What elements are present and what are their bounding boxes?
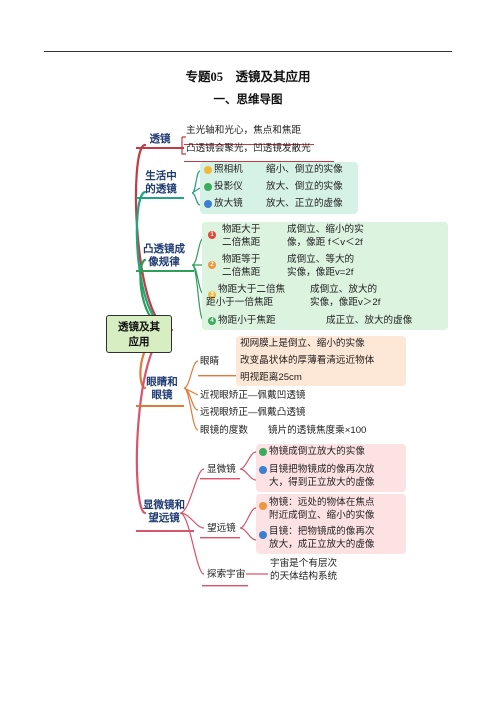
life-item-desc: 缩小、倒立的实像 <box>266 164 343 175</box>
dot-blue-icon <box>204 200 212 208</box>
degree-name: 眼镜的度数 <box>200 425 248 436</box>
rules-cond: 物距大于 <box>222 224 261 235</box>
eye-item: 明视距离25cm <box>240 372 302 383</box>
lens-item: 凸透镜会聚光，凹透镜发散光 <box>186 143 311 154</box>
dot-yellow-icon: 3 <box>208 291 216 299</box>
eye-box <box>236 336 406 386</box>
life-item-name: 放大镜 <box>214 198 243 209</box>
life-box <box>200 162 358 214</box>
branch-rules[interactable]: 凸透镜成 像规律 <box>143 243 185 268</box>
telescope-item: 目镜：把物镜成的像再次 <box>269 526 375 537</box>
telescope-box <box>256 494 406 554</box>
microscope-item: 大，得到正立放大的虚像 <box>269 477 375 488</box>
rules-box <box>202 222 448 330</box>
dot-orange-icon <box>259 502 267 510</box>
glasses-item: 远视眼矫正—佩戴凸透镜 <box>200 407 306 418</box>
telescope-item: 放大，成正立放大的虚像 <box>269 539 375 550</box>
branch-eye[interactable]: 眼睛和 眼镜 <box>146 376 178 401</box>
underline-lens <box>136 147 184 149</box>
eye-item: 改变晶状体的厚薄看清远近物体 <box>240 355 375 366</box>
life-item-name: 照相机 <box>214 164 243 175</box>
header-rule <box>44 51 452 52</box>
rules-cond: 物距大于二倍焦 <box>218 284 286 295</box>
dot-green-icon <box>204 183 212 191</box>
dot-blue-icon <box>259 531 267 539</box>
root-node[interactable]: 透镜及其 应用 <box>106 315 172 353</box>
universe-desc: 宇宙是个有层次 <box>270 558 338 569</box>
telescope-item: 物镜：远处的物体在焦点 <box>269 497 375 508</box>
dot-red-icon: 1 <box>208 231 216 239</box>
universe-desc: 的天体结构系统 <box>270 571 338 582</box>
rules-result: 成倒立、放大的 <box>310 284 378 295</box>
dot-yellow-icon <box>204 166 212 174</box>
rules-cond: 物距等于 <box>222 254 261 265</box>
rules-result: 成倒立、等大的 <box>287 254 355 265</box>
branch-lens[interactable]: 透镜 <box>149 133 171 145</box>
life-item-name: 投影仪 <box>214 181 243 192</box>
section-title: 一、思维导图 <box>213 94 283 106</box>
rules-result: 像，像距 f＜v＜2f <box>287 237 363 248</box>
rules-result: 实像，像距v=2f <box>287 267 354 278</box>
rules-cond: 二倍焦距 <box>222 237 261 248</box>
root-label-line2: 应用 <box>128 336 150 348</box>
dot-blue-icon <box>259 466 267 474</box>
microscope-box <box>256 444 406 492</box>
dot-green-icon: 4 <box>208 317 216 325</box>
branch-life[interactable]: 生活中 的透镜 <box>145 170 177 195</box>
life-item-desc: 放大、倒立的实像 <box>266 181 343 192</box>
eye-item: 视网膜上是倒立、缩小的实像 <box>240 338 365 349</box>
rules-cond: 物距小于焦距 <box>218 315 276 326</box>
universe-label: 探索宇宙 <box>207 569 246 580</box>
dot-green-icon <box>259 448 267 456</box>
dot-orange-icon: 2 <box>208 261 216 269</box>
degree-desc: 镜片的透镜焦度乘×100 <box>268 425 367 436</box>
lens-item: 主光轴和光心，焦点和焦距 <box>186 125 302 136</box>
rules-cond: 二倍焦距 <box>222 267 261 278</box>
microscope-item: 目镜把物镜成的像再次放 <box>269 464 375 475</box>
rules-result: 成倒立、缩小的实 <box>287 224 364 235</box>
page-title: 专题05 透镜及其应用 <box>185 70 311 84</box>
telescope-label: 望远镜 <box>207 523 236 534</box>
rules-result: 实像，像距v＞2f <box>310 297 381 308</box>
life-item-desc: 放大、正立的虚像 <box>266 198 343 209</box>
microscope-item: 物镜成倒立放大的实像 <box>269 446 365 457</box>
microscope-label: 显微镜 <box>207 464 236 475</box>
eye-label: 眼睛 <box>200 356 220 367</box>
glasses-item: 近视眼矫正—佩戴凹透镜 <box>200 390 306 401</box>
root-label-line1: 透镜及其 <box>118 321 160 333</box>
rules-cond: 距小于一倍焦距 <box>206 297 274 308</box>
rules-result: 成正立、放大的虚像 <box>326 315 413 326</box>
telescope-item: 附近成倒立、缩小的实像 <box>269 510 375 521</box>
branch-scope[interactable]: 显微镜和 望远镜 <box>143 499 185 524</box>
